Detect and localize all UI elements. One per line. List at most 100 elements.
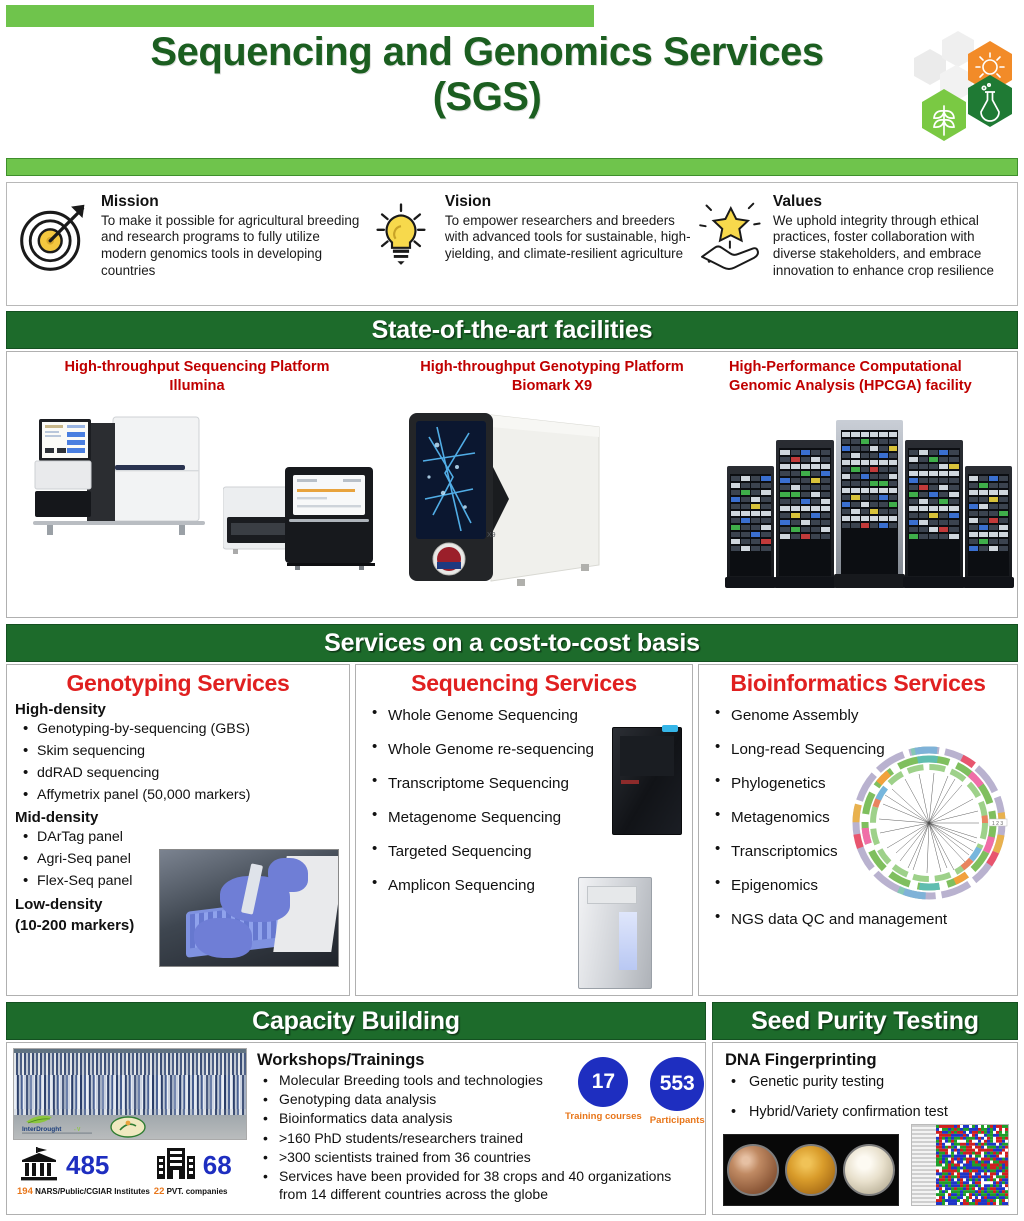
facilities-row: High-throughput Sequencing Platform Illu… (6, 351, 1018, 618)
facility-hpcga-title: High-Performance Computational Genomic A… (721, 358, 1013, 397)
svg-text:- V: - V (74, 1127, 81, 1133)
list-item: Genetic purity testing (727, 1073, 948, 1092)
stat-value: 17 (578, 1057, 629, 1107)
kpi-value: 68 (202, 1149, 232, 1180)
list-item: Genotyping-by-sequencing (GBS) (21, 719, 349, 741)
list-item: Flex-Seq panel (21, 871, 349, 893)
list-item: Services have been provided for 38 crops… (261, 1167, 701, 1203)
facility-hpcga-title-line1: High-Performance Computational (729, 359, 962, 375)
kpi-caption-text: NARS/Public/CGIAR Institutes (35, 1187, 150, 1196)
facility-illumina-title: High-throughput Sequencing Platform Illu… (11, 358, 383, 397)
list-item: Metagenomics (713, 800, 1017, 834)
stat-label: Training courses (565, 1111, 642, 1122)
server-rack (774, 439, 836, 588)
sequencing-services-title: Sequencing Services (411, 670, 637, 696)
institution-icon (21, 1147, 57, 1181)
svg-text:X9: X9 (487, 532, 496, 539)
list-item: Agri-Seq panel (21, 849, 349, 871)
services-row: Genotyping Services High-density Genotyp… (6, 664, 1018, 996)
sequencing-services-list: Whole Genome Sequencing Whole Genome re-… (356, 698, 692, 902)
circos-phylogenetic-tree-figure: 1 2 3 (852, 746, 1008, 900)
petri-dish (727, 1144, 779, 1196)
mission-vision-values-row: Mission To make it possible for agricult… (6, 182, 1018, 306)
group-training-photo: InterDrought - V (13, 1048, 247, 1140)
page-title: Sequencing and Genomics Services (SGS) (0, 30, 1024, 120)
genotyping-services-title: Genotyping Services (66, 670, 290, 696)
building-icon (156, 1148, 195, 1179)
kpi-caption: 194 NARS/Public/CGIAR Institutes (13, 1186, 150, 1197)
facilities-section-header: State-of-the-art facilities (6, 311, 1018, 349)
list-item: Amplicon Sequencing (370, 868, 692, 902)
pipetting-lab-photo (159, 849, 339, 967)
values-heading: Values (772, 193, 823, 210)
mission-block: Mission To make it possible for agricult… (15, 189, 365, 285)
facility-illumina-title-line1: High-throughput Sequencing Platform (64, 359, 330, 375)
server-rack (725, 465, 777, 588)
snp-genotype-heatmap-image (911, 1124, 1009, 1206)
list-item: Whole Genome Sequencing (370, 698, 692, 732)
high-density-list: Genotyping-by-sequencing (GBS) Skim sequ… (7, 719, 349, 806)
list-item: Epigenomics (713, 868, 1017, 902)
mission-heading: Mission (101, 193, 159, 210)
list-item: DArTag panel (21, 827, 349, 849)
facility-illumina-title-line2: Illumina (169, 378, 225, 395)
server-rack-center (833, 419, 906, 588)
desktop-sequencer-photo (578, 877, 652, 989)
bioinformatics-services-title: Bioinformatics Services (730, 670, 986, 696)
kpi-count: 194 (17, 1186, 33, 1197)
biomark-x9-photo: X9 (391, 403, 713, 603)
poster-header: Sequencing and Genomics Services (SGS) (0, 30, 1024, 155)
facility-biomark: High-throughput Genotyping Platform Biom… (387, 352, 717, 617)
facility-biomark-title-line2: Biomark X9 (511, 378, 593, 395)
sgs-hexagon-logo (914, 31, 1012, 141)
stat-value: 553 (650, 1057, 705, 1111)
top-accent-bar (6, 5, 594, 27)
list-item: Long-read Sequencing (713, 732, 1017, 766)
seed-purity-list: Genetic purity testing Hybrid/Variety co… (727, 1073, 948, 1132)
list-item: NGS data QC and management (713, 902, 1017, 936)
seed-purity-panel: DNA Fingerprinting Genetic purity testin… (712, 1042, 1018, 1215)
list-item: >160 PhD students/researchers trained (261, 1129, 701, 1147)
list-item: Whole Genome re-sequencing (370, 732, 692, 766)
facility-biomark-title-line1: High-throughput Genotyping Platform (420, 359, 684, 375)
stat-label: Participants (649, 1115, 705, 1126)
kpi-caption: 22 PVT. companies (150, 1186, 249, 1197)
svg-text:1 2 3: 1 2 3 (992, 821, 1003, 827)
services-section-header: Services on a cost-to-cost basis (6, 624, 1018, 662)
values-block: Values We uphold integrity through ethic… (693, 189, 1009, 285)
kpi-caption-text: PVT. companies (166, 1187, 228, 1196)
lightbulb-icon (365, 189, 437, 285)
mid-density-list: DArTag panel Agri-Seq panel Flex-Seq pan… (7, 827, 349, 892)
list-item: ddRAD sequencing (21, 763, 349, 785)
sequencing-services-card: Sequencing Services Whole Genome Sequenc… (355, 664, 693, 996)
illumina-sequencer-photo (11, 403, 383, 603)
list-item: Hybrid/Variety confirmation test (727, 1103, 948, 1122)
header-divider-band (6, 158, 1018, 176)
list-item: Transcriptome Sequencing (370, 766, 692, 800)
kpi-value: 485 (66, 1149, 110, 1180)
list-item: Transcriptomics (713, 834, 1017, 868)
stat-participants: 553 Participants (650, 1057, 705, 1126)
title-line-2: (SGS) (432, 74, 542, 119)
list-item: Skim sequencing (21, 741, 349, 763)
mission-text: To make it possible for agricultural bre… (101, 212, 360, 279)
target-icon (15, 189, 93, 285)
bioinformatics-services-card: Bioinformatics Services Genome Assembly … (698, 664, 1018, 996)
list-item: Genotyping data analysis (261, 1090, 701, 1108)
interdrought-v-logo: InterDrought - V (22, 1115, 92, 1134)
server-rack (962, 465, 1014, 588)
list-item: Targeted Sequencing (370, 834, 692, 868)
vision-heading: Vision (444, 193, 492, 210)
title-line-1: Sequencing and Genomics Services (150, 30, 824, 74)
low-density-label: Low-density (15, 895, 103, 913)
low-density-note: (10-200 markers) (15, 916, 135, 934)
list-item: Metagenome Sequencing (370, 800, 692, 834)
vision-block: Vision To empower researchers and breede… (365, 189, 693, 285)
list-item: Phylogenetics (713, 766, 1017, 800)
workshops-trainings-list: Molecular Breeding tools and technologie… (261, 1071, 701, 1204)
facility-illumina: High-throughput Sequencing Platform Illu… (7, 352, 387, 617)
capacity-building-header: Capacity Building (6, 1002, 706, 1040)
workshops-trainings-title: Workshops/Trainings (257, 1051, 425, 1069)
capacity-kpis: 485 194 NARS/Public/CGIAR Institutes (13, 1144, 249, 1210)
